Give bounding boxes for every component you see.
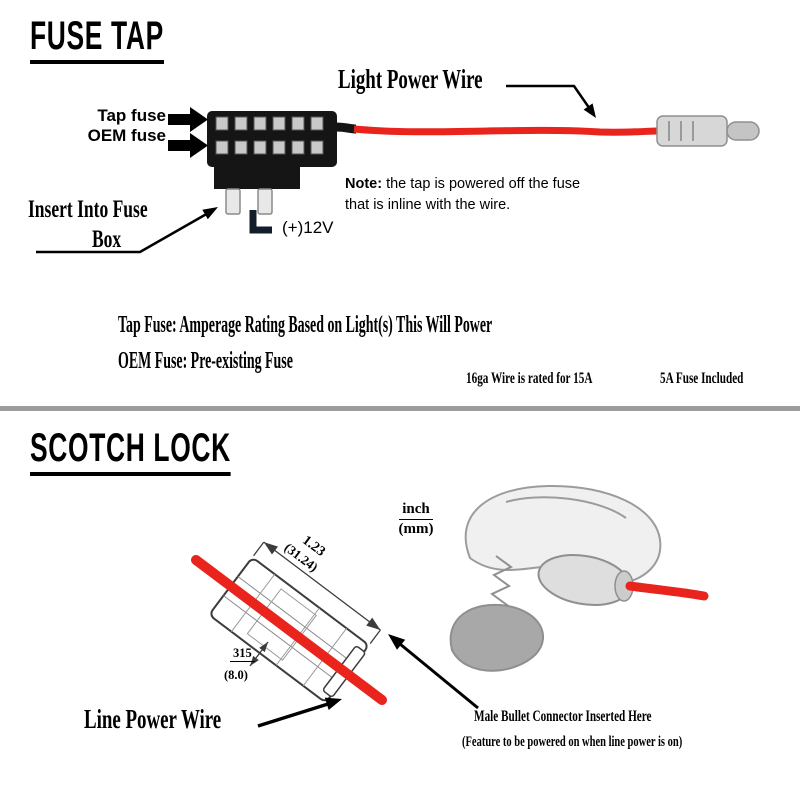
light-power-wire-label: Light Power Wire xyxy=(338,64,483,94)
units-legend: inch (mm) xyxy=(390,500,442,539)
tap-fuse-description: Tap Fuse: Amperage Rating Based on Light… xyxy=(118,312,493,338)
oem-fuse-label: OEM fuse xyxy=(87,126,166,145)
fuse-tap-illustration xyxy=(207,111,357,215)
wire-exit xyxy=(335,122,357,134)
line-power-wire-arrow xyxy=(257,697,342,728)
section-divider xyxy=(0,406,800,411)
scotch-lock-title: SCOTCH LOCK xyxy=(30,426,231,476)
dim-height-inch: 315 xyxy=(230,646,255,662)
fuse-included-note: 5A Fuse Included xyxy=(660,370,744,387)
line-power-wire-label: Line Power Wire xyxy=(84,704,222,734)
fuse-tap-prongs xyxy=(225,188,273,215)
fuse-tap-stem xyxy=(214,167,300,189)
fuse-tap-title: FUSE TAP xyxy=(30,14,164,64)
fuse-tap-note: Note: the tap is powered off the fuse th… xyxy=(345,174,655,216)
bullet-connector xyxy=(656,115,760,147)
insert-into-fuse-label: Insert Into Fuse xyxy=(28,196,148,223)
lower-jaw xyxy=(449,603,545,672)
bullet-connector-note-line1: Male Bullet Connector Inserted Here xyxy=(474,708,652,725)
pliers-red-wire xyxy=(625,581,709,601)
oem-fuse-contacts xyxy=(215,140,324,155)
insert-box-label: Box xyxy=(92,226,122,253)
tap-fuse-label: Tap fuse xyxy=(97,106,166,125)
oem-fuse-description: OEM Fuse: Pre-existing Fuse xyxy=(118,348,293,374)
height-dimension xyxy=(249,641,269,667)
twelve-volt-label: (+)12V xyxy=(282,218,334,237)
bullet-connector-arrow xyxy=(388,634,479,710)
tap-fuse-arrow xyxy=(168,107,208,132)
length-dimension xyxy=(253,541,381,644)
note-line1: the tap is powered off the fuse xyxy=(382,176,581,192)
units-mm: (mm) xyxy=(398,520,434,537)
note-bold: Note: xyxy=(345,176,383,192)
light-power-wire xyxy=(353,125,659,136)
tap-fuse-contacts xyxy=(215,116,324,131)
bullet-connector-note-line2: (Feature to be powered on when line powe… xyxy=(462,734,683,750)
dim-height-mm: (8.0) xyxy=(224,668,248,682)
light-power-wire-arrow xyxy=(506,84,596,118)
pliers-illustration xyxy=(449,484,709,672)
oem-fuse-arrow xyxy=(168,133,208,158)
units-inch: inch xyxy=(399,500,433,520)
scotch-lock-drawing: 1.23 (31.24) xyxy=(191,533,387,705)
insert-into-fuse-box-arrow xyxy=(36,207,218,254)
twelve-volt-bracket xyxy=(249,210,272,234)
wire-rating-note: 16ga Wire is rated for 15A xyxy=(466,370,593,387)
crimped-connector xyxy=(537,554,634,606)
fuse-labels-column: Tap fuse OEM fuse xyxy=(28,106,166,146)
note-line2: that is inline with the wire. xyxy=(345,197,511,214)
line-power-wire xyxy=(191,555,387,705)
